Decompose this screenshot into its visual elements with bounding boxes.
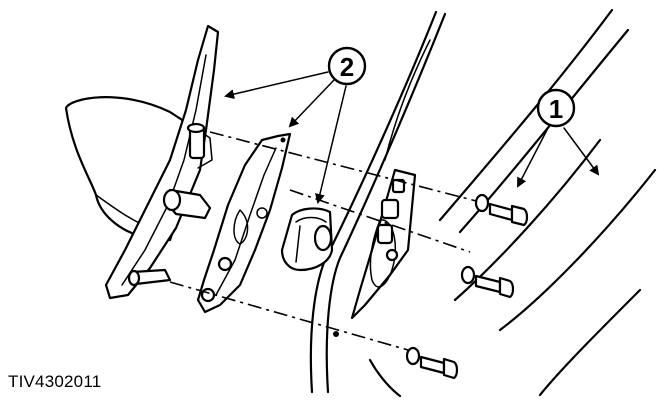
callout-2-number: 2 <box>340 52 354 82</box>
door-frame <box>309 8 657 398</box>
door-mounting-panel <box>333 168 417 337</box>
callout-2-leaders <box>224 71 347 204</box>
mounting-screw-middle <box>460 265 515 299</box>
callout-1-number: 1 <box>549 94 563 124</box>
mounting-screw-bottom <box>405 346 459 380</box>
door-hole <box>385 248 399 262</box>
door-boss-top <box>391 178 406 194</box>
mirror-gasket <box>196 132 292 314</box>
figure-id-label: TIV4302011 <box>8 372 102 391</box>
door-boss-middle <box>380 198 400 220</box>
foam-block <box>280 207 334 272</box>
callout-1-leaders <box>517 127 600 188</box>
callout-1: 1 <box>536 88 576 128</box>
mirror-base <box>104 24 220 300</box>
callout-2: 2 <box>327 46 367 86</box>
door-lower-hole <box>333 331 339 337</box>
mounting-screw-top <box>474 193 529 227</box>
door-boss-lower <box>376 223 394 245</box>
